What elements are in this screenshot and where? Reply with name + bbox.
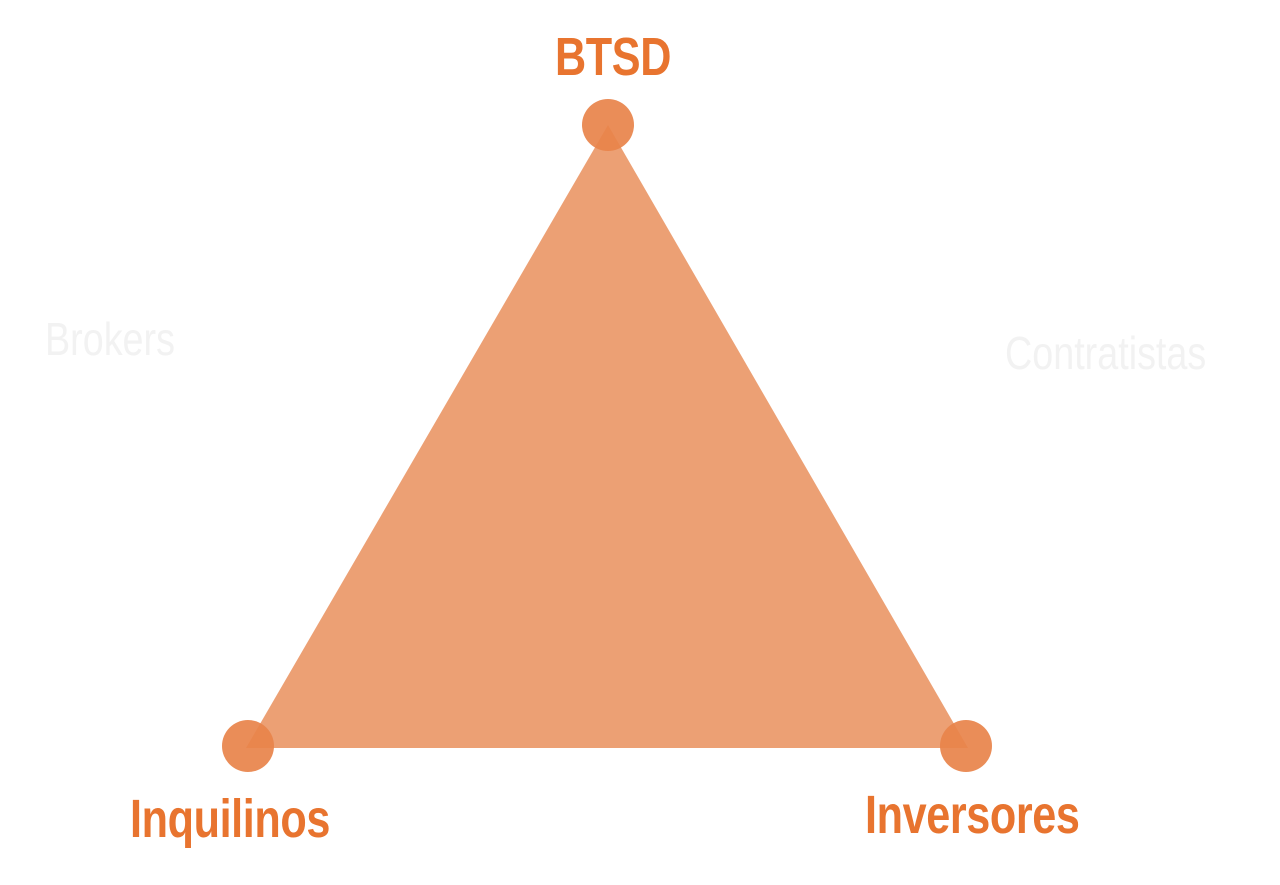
node-inversores-circle — [940, 720, 992, 772]
node-btsd-circle — [582, 99, 634, 151]
node-inquilinos-circle — [222, 720, 274, 772]
node-label-inversores: Inversores — [865, 785, 1080, 845]
side-label-contratistas: Contratistas — [1005, 327, 1207, 379]
central-triangle — [246, 125, 968, 748]
side-label-brokers: Brokers — [45, 313, 175, 365]
node-label-inquilinos: Inquilinos — [130, 789, 330, 849]
node-label-btsd: BTSD — [555, 27, 671, 87]
